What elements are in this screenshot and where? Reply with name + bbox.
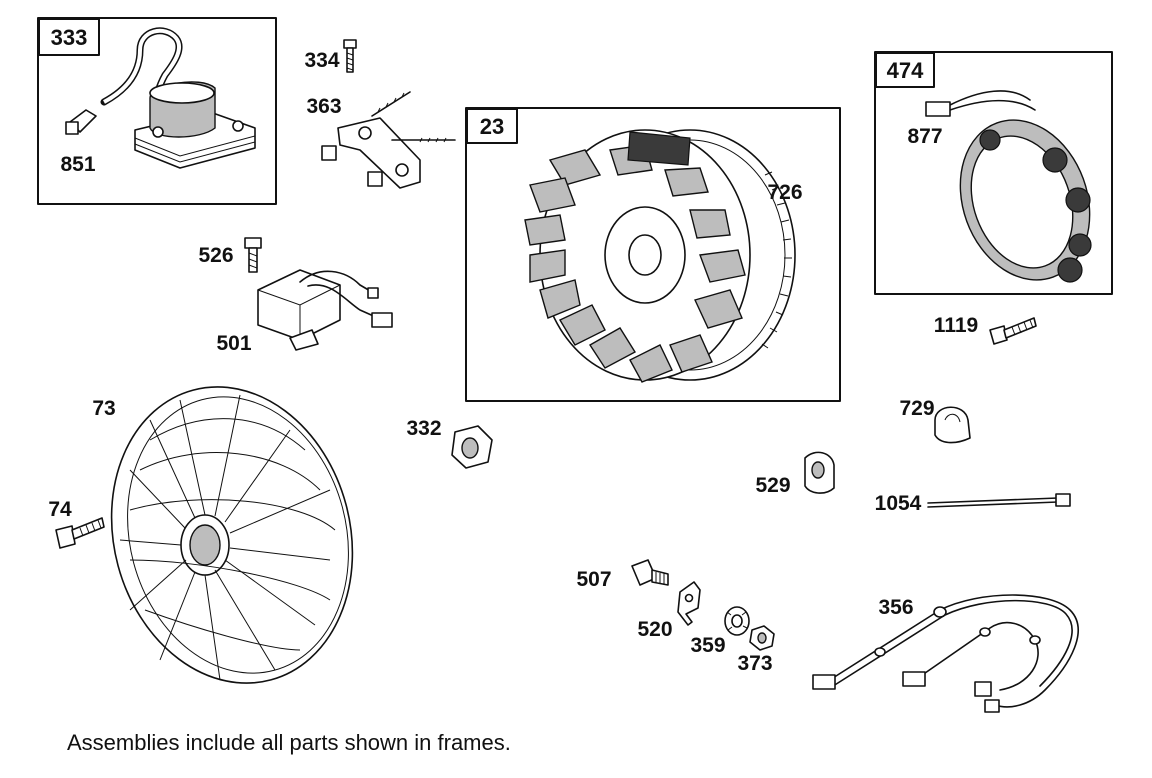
spark-plug-boot-drawing [65, 109, 97, 135]
part-332-nut: 332 [406, 417, 493, 469]
part-label-520: 520 [637, 618, 672, 641]
alternator-stator-drawing [925, 90, 1092, 283]
part-334-screw: 334 [304, 39, 357, 73]
part-label-501: 501 [216, 332, 251, 355]
part-label-1119: 1119 [934, 314, 978, 337]
part-529-grommet: 529 [755, 451, 835, 497]
part-73-screen: 73 [92, 386, 354, 684]
flywheel-drawing [524, 129, 796, 383]
part-label-363: 363 [306, 95, 341, 118]
part-501-rectifier: 501 [216, 269, 393, 355]
part-label-356: 356 [878, 596, 913, 619]
part-label-332: 332 [406, 417, 441, 440]
frame-333-label: 333 [51, 25, 88, 50]
assemblies-footnote: Assemblies include all parts shown in fr… [67, 730, 511, 755]
part-label-729: 729 [899, 397, 934, 420]
part-507-switch: 507 [576, 559, 669, 591]
part-526-screw: 526 [198, 237, 262, 273]
part-label-373: 373 [737, 652, 772, 675]
part-373-nut: 373 [737, 625, 775, 675]
frame-333-ignition-coil-assembly: 333 851 [37, 17, 277, 205]
part-74-screw: 74 [48, 498, 105, 549]
part-363-bracket: 363 [306, 91, 456, 189]
frame-474-label: 474 [887, 58, 924, 83]
part-359-lock-washer: 359 [690, 606, 750, 657]
frame-474-alternator-assembly: 474 877 [874, 51, 1113, 295]
part-label-74: 74 [48, 498, 72, 521]
part-label-334: 334 [304, 49, 339, 72]
part-356-wiring-harness: 356 [812, 594, 1079, 713]
part-label-726: 726 [767, 181, 802, 204]
part-label-359: 359 [690, 634, 725, 657]
part-label-877: 877 [907, 125, 942, 148]
ignition-coil-drawing [100, 27, 256, 169]
part-label-73: 73 [92, 397, 115, 420]
frame-23-flywheel-assembly: 23 726 [465, 107, 841, 402]
screen-spokes [119, 394, 336, 681]
part-520-terminal: 520 [637, 581, 701, 641]
part-label-851: 851 [60, 153, 95, 176]
part-label-507: 507 [576, 568, 611, 591]
part-1119-screw: 1119 [934, 314, 1037, 345]
frame-23-label: 23 [480, 114, 504, 139]
part-729-clip: 729 [899, 397, 971, 444]
part-label-1054: 1054 [875, 492, 922, 515]
part-label-526: 526 [198, 244, 233, 267]
part-label-529: 529 [755, 474, 790, 497]
part-1054-cable-tie: 1054 [875, 492, 1071, 515]
